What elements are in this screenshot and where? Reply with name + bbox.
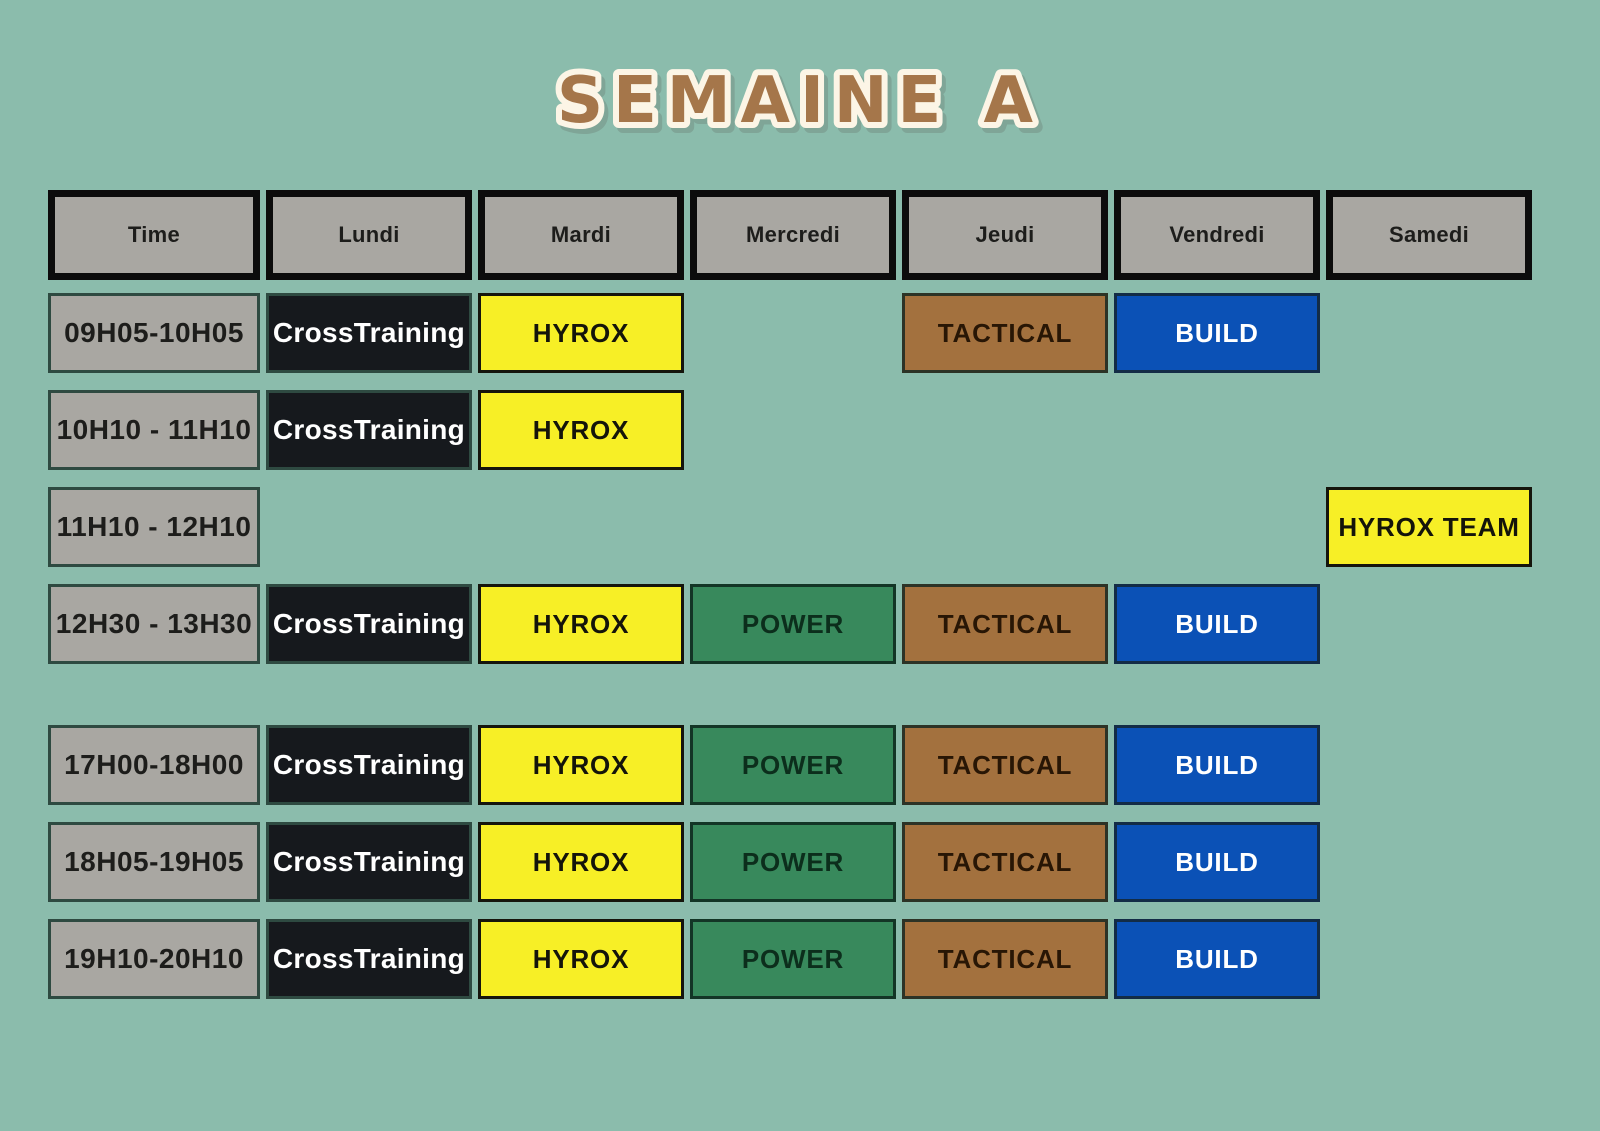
schedule-cell-crosstraining: CrossTraining: [266, 919, 472, 999]
schedule-cell-crosstraining: CrossTraining: [266, 584, 472, 664]
schedule-cell-crosstraining: CrossTraining: [266, 822, 472, 902]
time-cell: 09H05-10H05: [48, 293, 260, 373]
schedule-cell-crosstraining: CrossTraining: [266, 725, 472, 805]
day-header-vendredi: Vendredi: [1114, 190, 1320, 280]
schedule-cell-hyrox: HYROX: [478, 919, 684, 999]
schedule-cell-tactical: TACTICAL: [902, 584, 1108, 664]
day-header-jeudi: Jeudi: [902, 190, 1108, 280]
time-cell: 19H10-20H10: [48, 919, 260, 999]
schedule-cell-hyrox: HYROX: [478, 390, 684, 470]
schedule-cell-build: BUILD: [1114, 293, 1320, 373]
page-title-shadow: SEMAINE A: [561, 69, 1047, 143]
schedule-cell-power: POWER: [690, 584, 896, 664]
schedule-cell-build: BUILD: [1114, 725, 1320, 805]
time-cell: 11H10 - 12H10: [48, 487, 260, 567]
time-cell: 10H10 - 11H10: [48, 390, 260, 470]
schedule-cell-hyrox: HYROX: [478, 293, 684, 373]
page-title: SEMAINE A SEMAINE A: [551, 58, 1047, 149]
schedule-cell-power: POWER: [690, 919, 896, 999]
time-cell: 12H30 - 13H30: [48, 584, 260, 664]
schedule-cell-hyrox: HYROX TEAM: [1326, 487, 1532, 567]
time-cell: 18H05-19H05: [48, 822, 260, 902]
schedule-cell-tactical: TACTICAL: [902, 725, 1108, 805]
day-header-time: Time: [48, 190, 260, 280]
time-cell: 17H00-18H00: [48, 725, 260, 805]
day-header-mercredi: Mercredi: [690, 190, 896, 280]
schedule-cell-tactical: TACTICAL: [902, 919, 1108, 999]
day-header-lundi: Lundi: [266, 190, 472, 280]
schedule-cell-hyrox: HYROX: [478, 822, 684, 902]
page-title-text: SEMAINE A: [557, 64, 1043, 138]
schedule-cell-power: POWER: [690, 725, 896, 805]
schedule-cell-build: BUILD: [1114, 822, 1320, 902]
schedule-row: 11H10 - 12H10 HYROX TEAM: [48, 487, 1532, 567]
schedule-cell-power: POWER: [690, 822, 896, 902]
day-header-samedi: Samedi: [1326, 190, 1532, 280]
day-header-mardi: Mardi: [478, 190, 684, 280]
schedule-cell-build: BUILD: [1114, 919, 1320, 999]
schedule-cell-build: BUILD: [1114, 584, 1320, 664]
schedule-cell-crosstraining: CrossTraining: [266, 390, 472, 470]
schedule-cell-tactical: TACTICAL: [902, 293, 1108, 373]
schedule-cell-tactical: TACTICAL: [902, 822, 1108, 902]
schedule-cell-hyrox: HYROX: [478, 725, 684, 805]
schedule-cell-crosstraining: CrossTraining: [266, 293, 472, 373]
schedule-cell-hyrox: HYROX: [478, 584, 684, 664]
